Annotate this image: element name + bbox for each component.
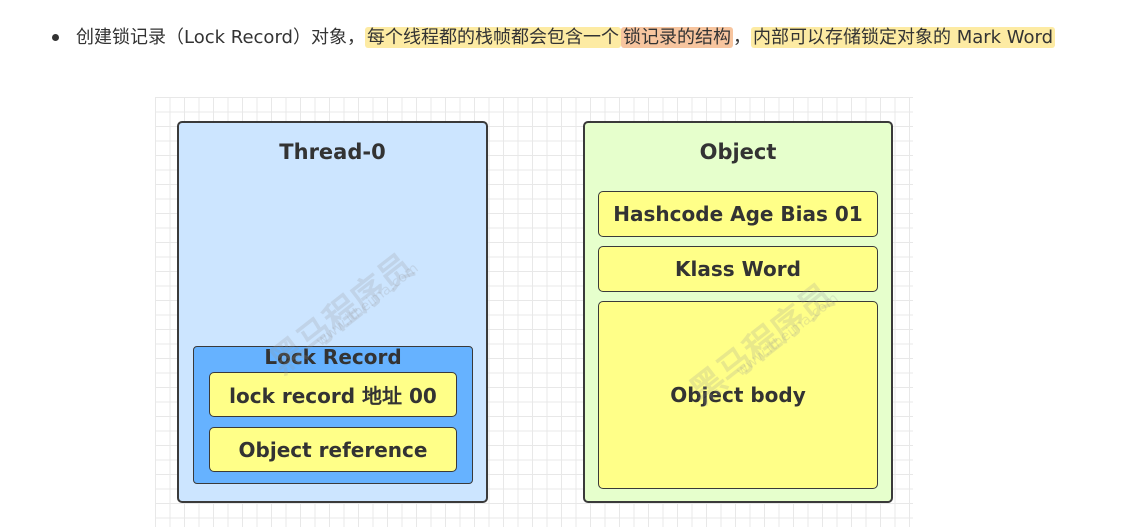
lock-record-box: Lock Record lock record 地址 00 Object ref… xyxy=(193,345,473,484)
bullet-separator: ， xyxy=(732,27,751,48)
thread-title: Thread-0 xyxy=(279,140,386,164)
bullet-item: 创建锁记录（Lock Record）对象，每个线程都的栈帧都会包含一个锁记录的结… xyxy=(48,22,1108,53)
object-title: Object xyxy=(699,140,777,164)
thread-panel: Thread-0 Lock Record lock record 地址 00 O… xyxy=(177,121,488,503)
bullet-highlight-1: 每个线程都的栈帧都会包含一个 xyxy=(364,27,621,48)
bullet-text-plain: 创建锁记录（Lock Record）对象， xyxy=(76,27,365,48)
object-reference-cell: Object reference xyxy=(209,427,457,472)
object-body-cell: Object body xyxy=(598,301,878,489)
lock-record-address-cell: lock record 地址 00 xyxy=(209,372,457,417)
klass-word-cell: Klass Word xyxy=(598,246,878,292)
mark-word-cell: Hashcode Age Bias 01 xyxy=(598,191,878,237)
lock-record-title: Lock Record xyxy=(264,345,402,369)
bullet-text: 创建锁记录（Lock Record）对象，每个线程都的栈帧都会包含一个锁记录的结… xyxy=(76,22,1108,53)
object-panel: Object Hashcode Age Bias 01 Klass Word O… xyxy=(583,121,893,503)
bullet-highlight-lock-record: 锁记录的结构 xyxy=(620,27,733,48)
lock-record-diagram: Thread-0 Lock Record lock record 地址 00 O… xyxy=(155,97,913,527)
bullet-dot-icon xyxy=(52,34,59,41)
bullet-highlight-2: 内部可以存储锁定对象的 Mark Word xyxy=(750,27,1056,48)
